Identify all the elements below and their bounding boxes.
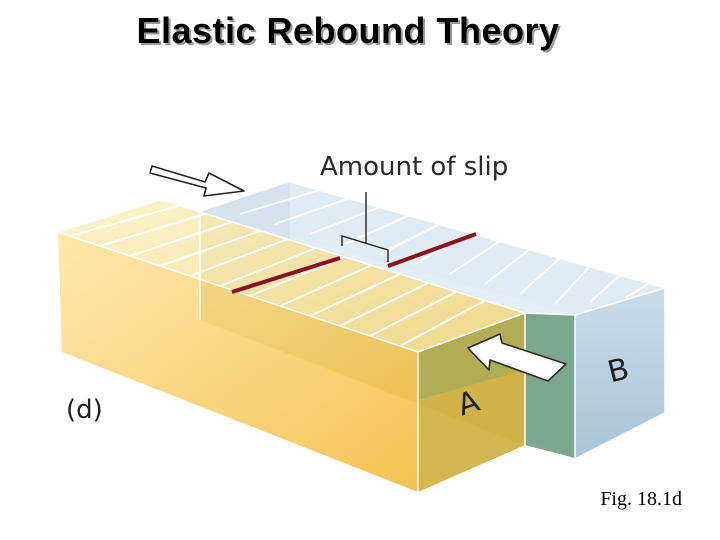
- block-a-front-lower: [418, 370, 525, 492]
- push-arrow-icon: [467, 333, 567, 382]
- figure-caption: Fig. 18.1d: [600, 488, 682, 510]
- block-b-front: [575, 288, 665, 458]
- panel-label: (d): [66, 395, 103, 425]
- block-edges: [57, 181, 668, 492]
- slip-annotation: Amount of slip: [320, 152, 508, 182]
- slide-title: Elastic Rebound Theory: [136, 10, 560, 51]
- slip-line-block-b: [387, 232, 477, 268]
- slip-bracket: [341, 192, 389, 262]
- fence-lines: [69, 189, 651, 347]
- block-a-top: [58, 200, 525, 352]
- compression-arrow-icon: [149, 165, 245, 197]
- block-a: [58, 200, 525, 492]
- block-a-side: [58, 232, 418, 492]
- block-b-visible-face: [525, 313, 575, 458]
- slip-line-block-a: [231, 256, 341, 294]
